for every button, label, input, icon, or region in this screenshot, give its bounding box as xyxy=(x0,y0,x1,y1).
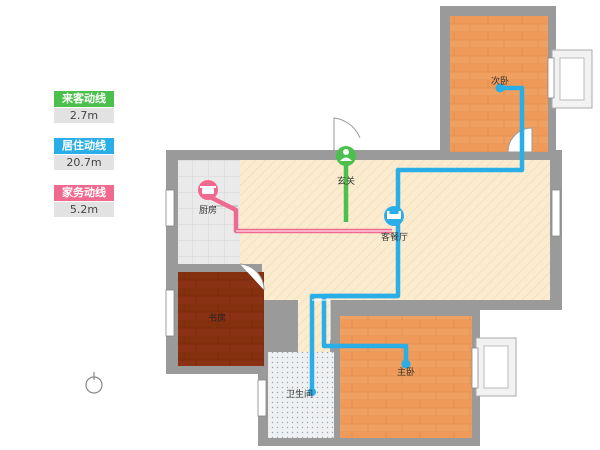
circulation-lines xyxy=(206,85,525,390)
legend-guest-badge: 来客动线 xyxy=(54,91,114,107)
living-line-inner xyxy=(312,299,331,340)
legend-chore-value: 5.2m xyxy=(54,202,114,217)
balcony-south xyxy=(475,337,517,397)
living-room-floor xyxy=(240,160,550,352)
bathroom-floor xyxy=(268,352,334,438)
label-entrance: 玄关 xyxy=(337,175,355,187)
windows xyxy=(165,57,561,417)
living-line xyxy=(309,85,525,390)
legend-living-badge: 居住动线 xyxy=(54,138,114,154)
living-line-branch xyxy=(321,293,409,362)
sofa-icon xyxy=(384,206,404,226)
endpoint-markers xyxy=(308,83,505,396)
label-kitchen: 厨房 xyxy=(199,204,217,216)
legend-guest-value: 2.7m xyxy=(54,108,114,123)
label-second-bedroom: 次卧 xyxy=(491,75,509,87)
legend-living-value: 20.7m xyxy=(54,155,114,170)
balcony-north xyxy=(551,49,593,109)
label-bathroom: 卫生间 xyxy=(286,388,313,400)
compass-icon xyxy=(85,372,103,394)
label-living-room: 客餐厅 xyxy=(381,231,408,243)
label-master-bedroom: 主卧 xyxy=(397,366,415,378)
person-icon xyxy=(336,146,356,166)
master-bedroom-floor xyxy=(340,316,472,438)
pot-icon xyxy=(198,180,218,200)
label-study: 书房 xyxy=(208,312,226,324)
kitchen-floor xyxy=(178,160,240,264)
study-floor xyxy=(178,272,264,366)
legend-chore-badge: 家务动线 xyxy=(54,185,114,201)
